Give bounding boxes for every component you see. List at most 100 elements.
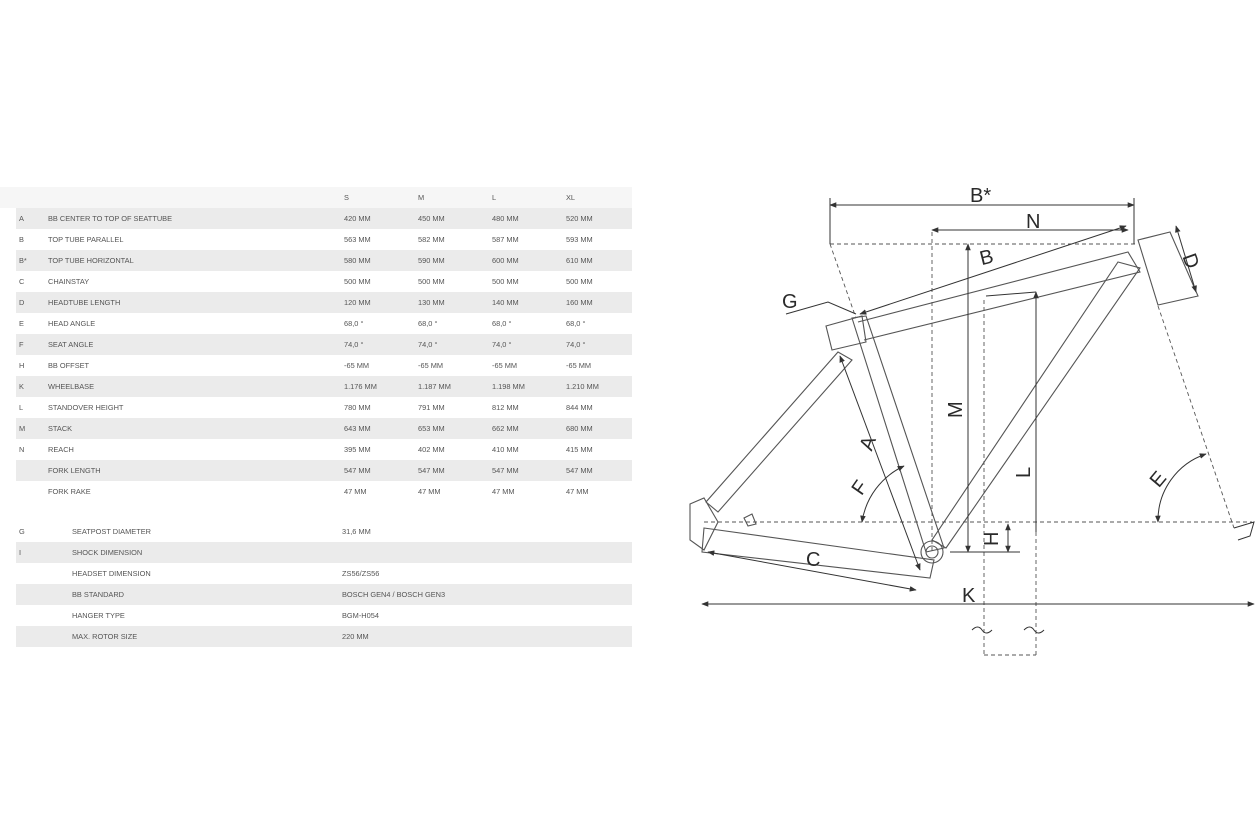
value-xl: 68,0 ° xyxy=(566,319,586,328)
row-code: C xyxy=(19,277,25,286)
value-s: 563 MM xyxy=(344,235,371,244)
top-tube xyxy=(857,251,1141,341)
value-m: -65 MM xyxy=(418,361,444,370)
value-s: 580 MM xyxy=(344,256,371,265)
spec-value: BGM-H054 xyxy=(342,611,379,620)
value-l: 812 MM xyxy=(492,403,519,412)
row-code: H xyxy=(19,361,25,370)
row-label: TOP TUBE HORIZONTAL xyxy=(48,256,134,265)
row-label: TOP TUBE PARALLEL xyxy=(48,235,124,244)
row-code: M xyxy=(19,424,26,433)
value-m: 791 MM xyxy=(418,403,445,412)
value-s: 68,0 ° xyxy=(344,319,364,328)
table-row: C CHAINSTAY 500 MM 500 MM 500 MM 500 MM xyxy=(16,271,632,292)
column-header-xl: XL xyxy=(566,193,576,202)
value-m: 450 MM xyxy=(418,214,445,223)
label-l: L xyxy=(1013,467,1035,478)
value-l: 662 MM xyxy=(492,424,519,433)
label-bstar: B* xyxy=(970,185,991,207)
row-label: FORK LENGTH xyxy=(48,466,101,475)
value-m: 47 MM xyxy=(418,487,441,496)
row-code: F xyxy=(19,340,24,349)
row-label: BB OFFSET xyxy=(48,361,90,370)
value-m: 547 MM xyxy=(418,466,445,475)
label-e: E xyxy=(1146,467,1171,491)
value-m: 68,0 ° xyxy=(418,319,438,328)
value-xl: 160 MM xyxy=(566,298,593,307)
spec-value: BOSCH GEN4 / BOSCH GEN3 xyxy=(342,590,446,599)
value-xl: 593 MM xyxy=(566,235,593,244)
label-g: G xyxy=(782,291,798,313)
value-m: 653 MM xyxy=(418,424,445,433)
value-s: 547 MM xyxy=(344,466,371,475)
spec-label: SHOCK DIMENSION xyxy=(72,548,143,557)
value-xl: 610 MM xyxy=(566,256,593,265)
spec-label: MAX. ROTOR SIZE xyxy=(72,632,138,641)
seat-tube xyxy=(851,315,945,553)
spec-value: ZS56/ZS56 xyxy=(342,569,380,578)
row-label: STANDOVER HEIGHT xyxy=(48,403,124,412)
value-l: 140 MM xyxy=(492,298,519,307)
value-xl: 680 MM xyxy=(566,424,593,433)
value-l: 68,0 ° xyxy=(492,319,512,328)
row-code: D xyxy=(19,298,25,307)
value-xl: 47 MM xyxy=(566,487,589,496)
down-tube xyxy=(931,261,1141,549)
value-xl: 500 MM xyxy=(566,277,593,286)
row-label: REACH xyxy=(48,445,74,454)
label-d: D xyxy=(1178,251,1204,272)
value-l: 480 MM xyxy=(492,214,519,223)
value-l: 1.198 MM xyxy=(492,382,525,391)
value-s: 395 MM xyxy=(344,445,371,454)
value-l: 600 MM xyxy=(492,256,519,265)
value-m: 402 MM xyxy=(418,445,445,454)
spec-row: HEADSET DIMENSION ZS56/ZS56 xyxy=(16,563,632,584)
row-code: K xyxy=(19,382,24,391)
row-code: B xyxy=(19,235,24,244)
value-xl: 844 MM xyxy=(566,403,593,412)
value-s: 1.176 MM xyxy=(344,382,377,391)
value-xl: 1.210 MM xyxy=(566,382,599,391)
row-label: CHAINSTAY xyxy=(48,277,90,286)
value-m: 500 MM xyxy=(418,277,445,286)
value-l: 547 MM xyxy=(492,466,519,475)
value-xl: -65 MM xyxy=(566,361,592,370)
label-a: A xyxy=(856,433,881,454)
value-s: 500 MM xyxy=(344,277,371,286)
table-header-row: S M L XL xyxy=(0,187,632,208)
value-l: 47 MM xyxy=(492,487,515,496)
value-l: 500 MM xyxy=(492,277,519,286)
value-m: 590 MM xyxy=(418,256,445,265)
bike-frame xyxy=(689,231,1199,579)
value-s: 47 MM xyxy=(344,487,367,496)
dimension-lines xyxy=(701,198,1255,634)
column-header-l: L xyxy=(492,193,497,202)
column-header-m: M xyxy=(418,193,425,202)
value-s: 643 MM xyxy=(344,424,371,433)
label-k: K xyxy=(962,585,976,607)
spec-code: I xyxy=(19,548,22,557)
value-s: 120 MM xyxy=(344,298,371,307)
value-l: 410 MM xyxy=(492,445,519,454)
spec-label: HEADSET DIMENSION xyxy=(72,569,151,578)
value-m: 74,0 ° xyxy=(418,340,438,349)
spec-label: BB STANDARD xyxy=(72,590,125,599)
label-h: H xyxy=(981,532,1003,546)
value-xl: 74,0 ° xyxy=(566,340,586,349)
value-s: -65 MM xyxy=(344,361,370,370)
row-code: B* xyxy=(19,256,27,265)
value-s: 780 MM xyxy=(344,403,371,412)
column-header-s: S xyxy=(344,193,349,202)
